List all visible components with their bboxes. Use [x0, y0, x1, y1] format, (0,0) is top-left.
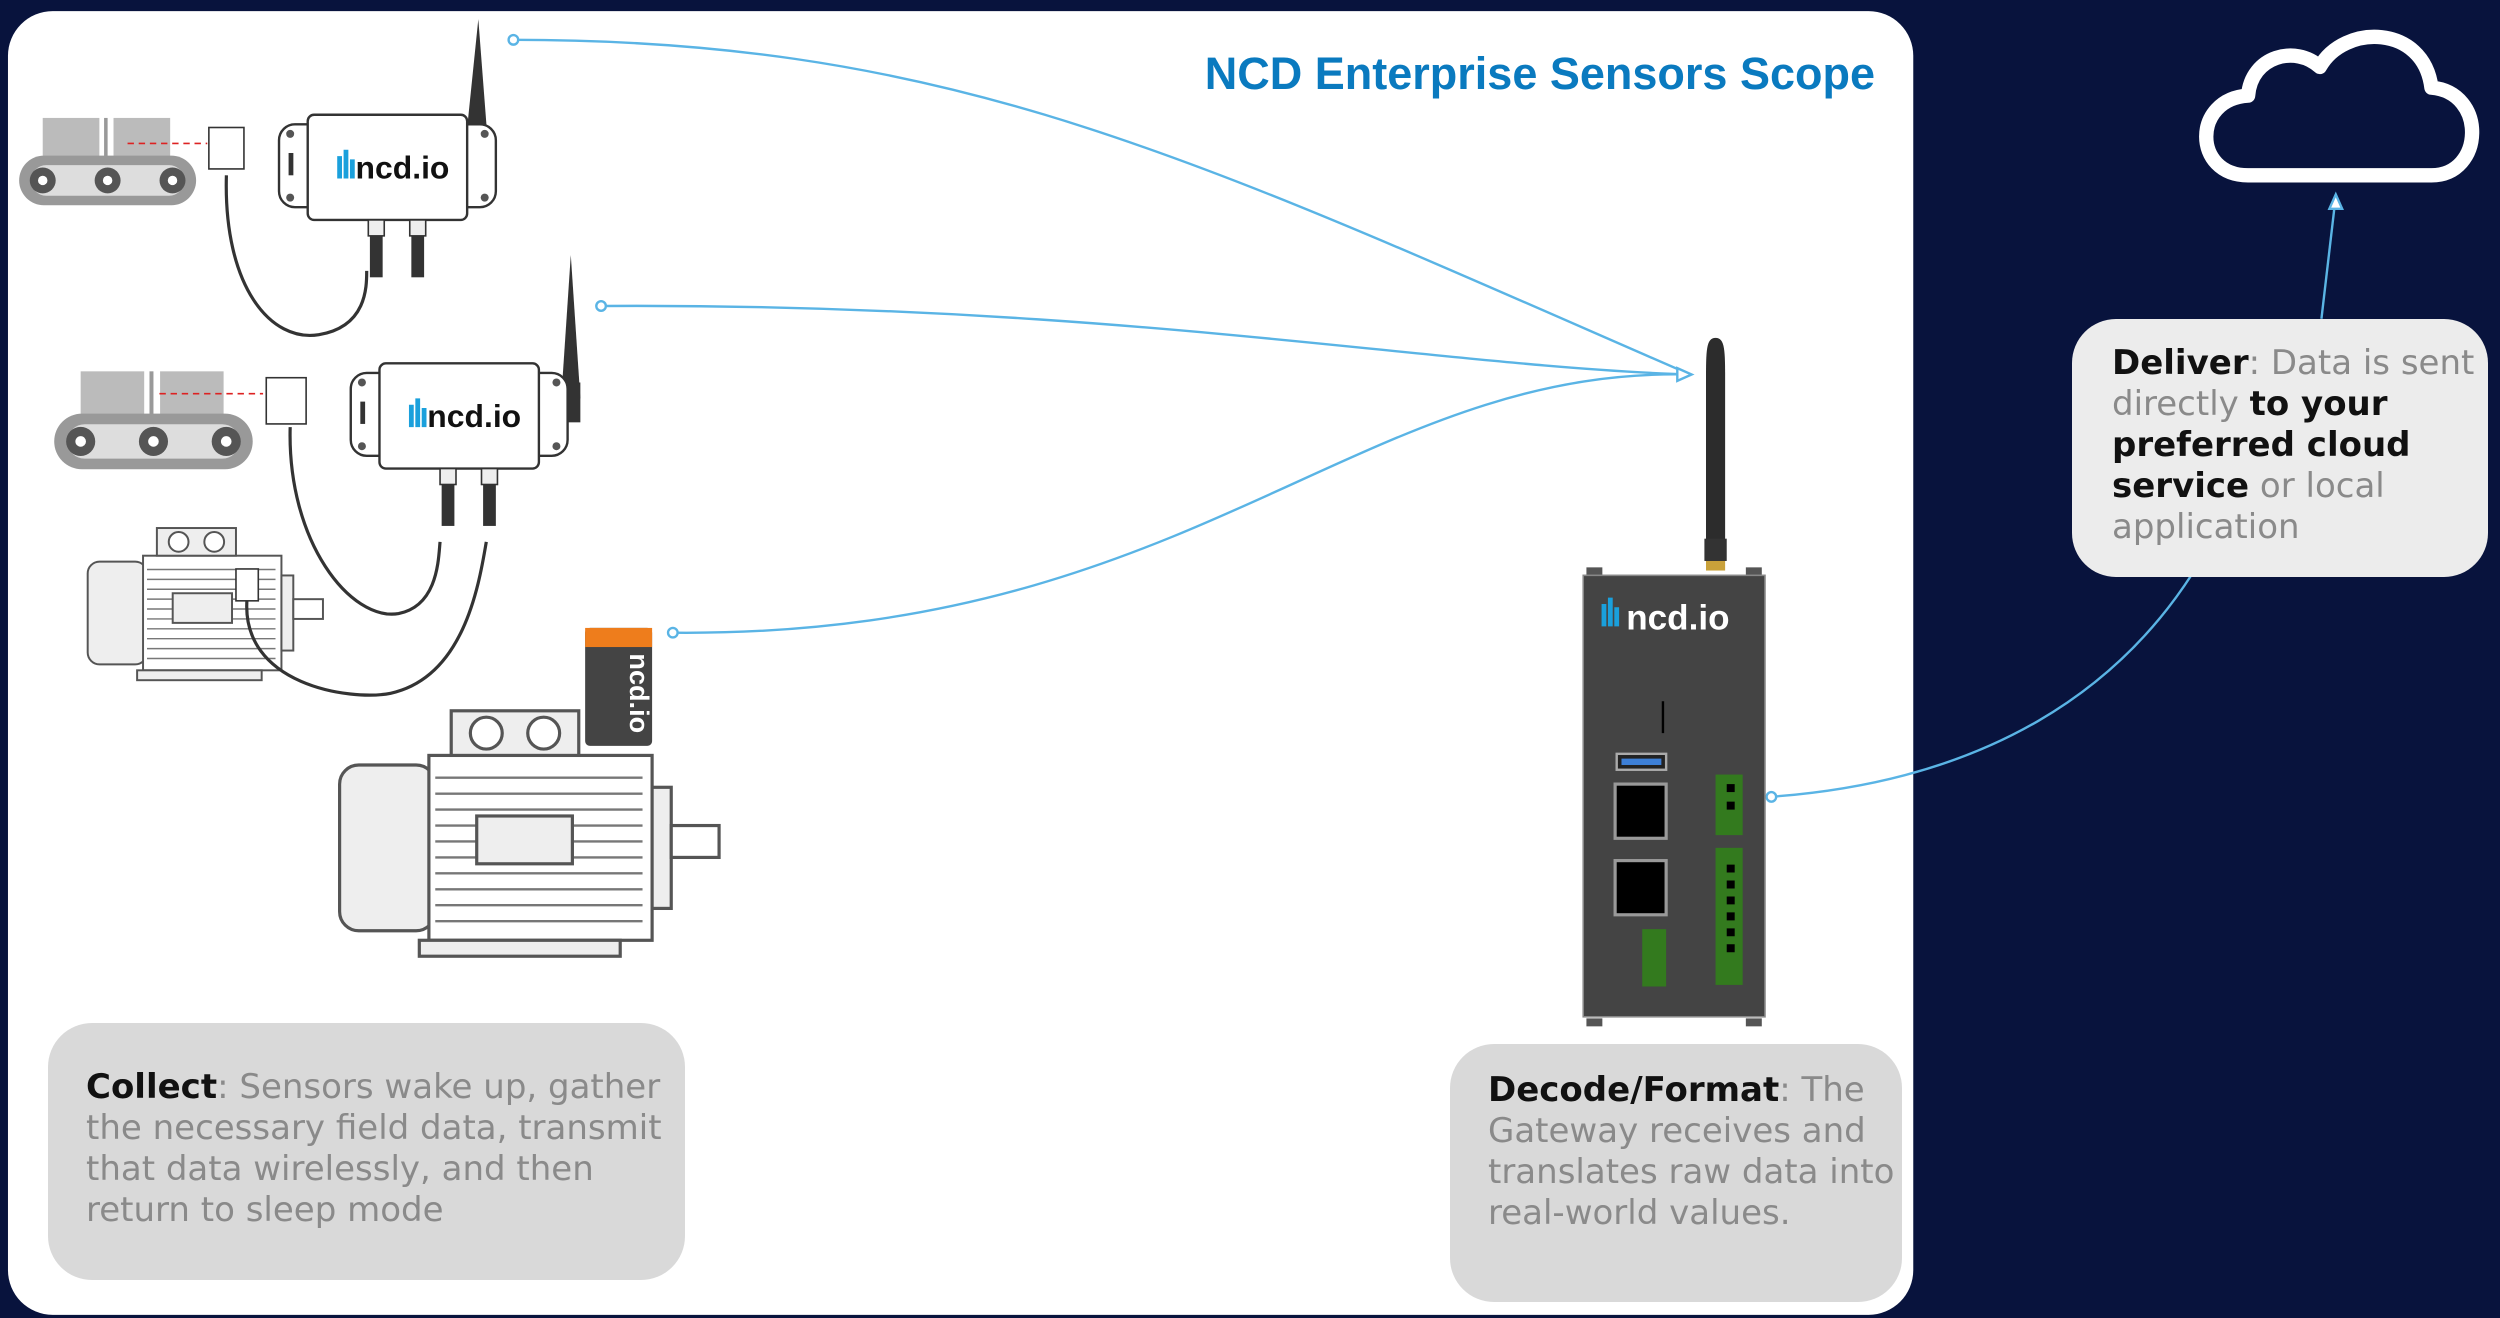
svg-text:ncd.io: ncd.io	[1626, 599, 1729, 638]
collect-text: : Sensors wake up, gather the necessary …	[86, 1067, 662, 1230]
conveyor-icon	[54, 371, 253, 470]
proximity-sensor-icon	[265, 376, 307, 425]
vibration-sensor-icon: ncd.io	[585, 627, 655, 746]
conveyor-icon	[19, 117, 197, 206]
decode-label: Decode/Format	[1488, 1070, 1780, 1110]
collect-label: Collect	[86, 1067, 218, 1107]
deliver-description: Deliver: Data is sent directly to your p…	[2072, 319, 2488, 577]
decode-description: Decode/Format: The Gateway receives and …	[1450, 1044, 1902, 1302]
gateway-icon: ncd.io	[1582, 337, 1766, 1027]
page-title: NCD Enterprise Sensors Scope	[1204, 48, 1875, 99]
link-lines	[507, 33, 2344, 803]
collect-description: Collect: Sensors wake up, gather the nec…	[48, 1023, 685, 1280]
cloud-icon	[2199, 29, 2480, 183]
proximity-sensor-icon	[208, 126, 245, 170]
decode-text: : The Gateway receives and translates ra…	[1488, 1070, 1895, 1233]
deliver-emphasis: to your preferred cloud service	[2112, 384, 2411, 506]
deliver-label: Deliver	[2112, 343, 2249, 383]
scope-panel	[7, 11, 1914, 1315]
deliver-text: : Data is sent directly	[2112, 343, 2475, 424]
deliver-text-end: or local application	[2112, 466, 2385, 547]
svg-text:ncd.io: ncd.io	[624, 653, 655, 733]
